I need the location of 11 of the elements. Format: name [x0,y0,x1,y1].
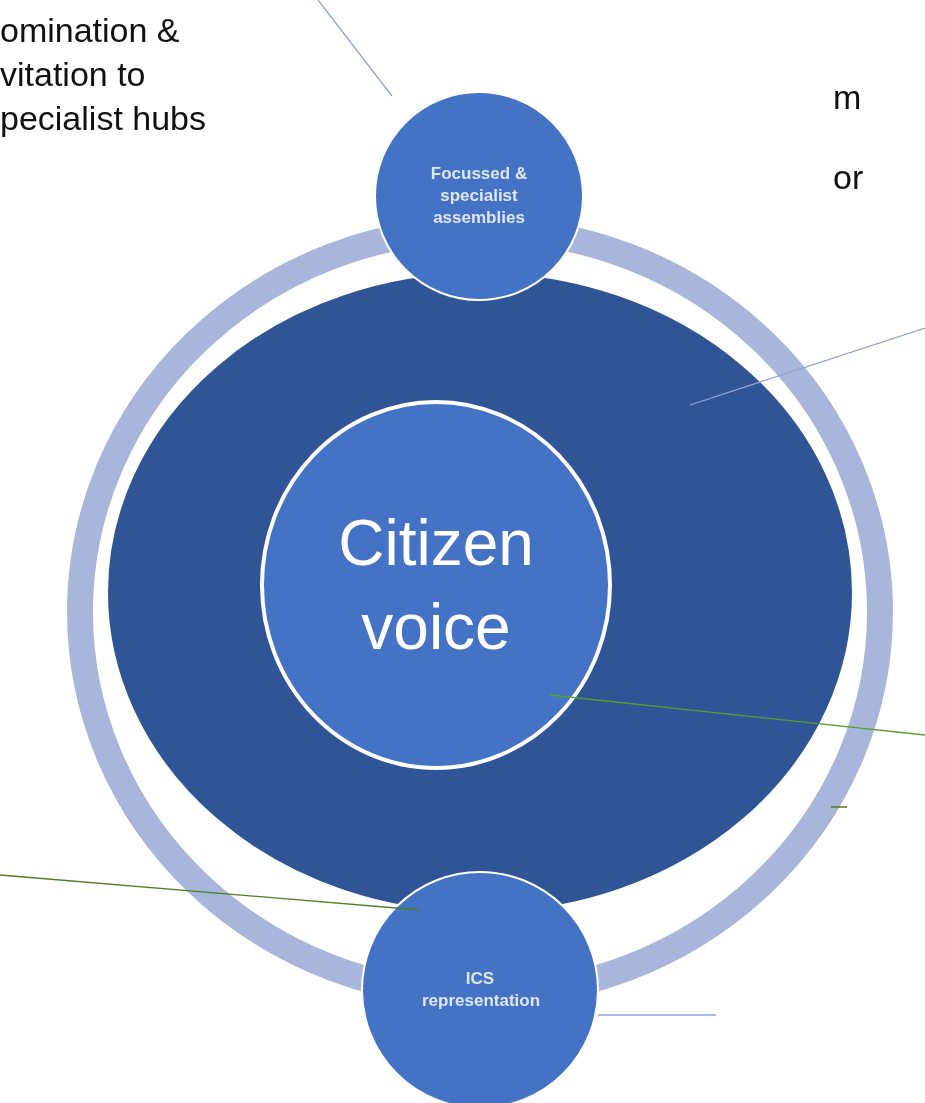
leader-line [689,327,925,406]
node-label: ICS representation [421,968,542,1012]
leader-line [597,1014,717,1016]
cut-off-text: m [833,78,862,117]
leader-line [0,874,421,911]
leader-line [317,0,393,97]
leader-line [549,694,925,736]
callout-text: omination & vitation to pecialist hubs [0,10,207,139]
node-label: Focussed & specialist assemblies [429,163,529,229]
cut-off-text: or [833,158,864,197]
node-label: Citizen voice [337,506,535,665]
